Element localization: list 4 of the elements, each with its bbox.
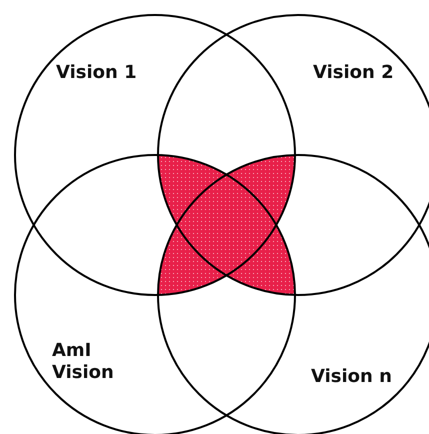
set-label: Vision n — [311, 366, 393, 388]
set-label: AmI Vision — [52, 340, 115, 384]
set-label: Vision 1 — [56, 62, 138, 84]
set-label: Vision 2 — [313, 62, 395, 84]
